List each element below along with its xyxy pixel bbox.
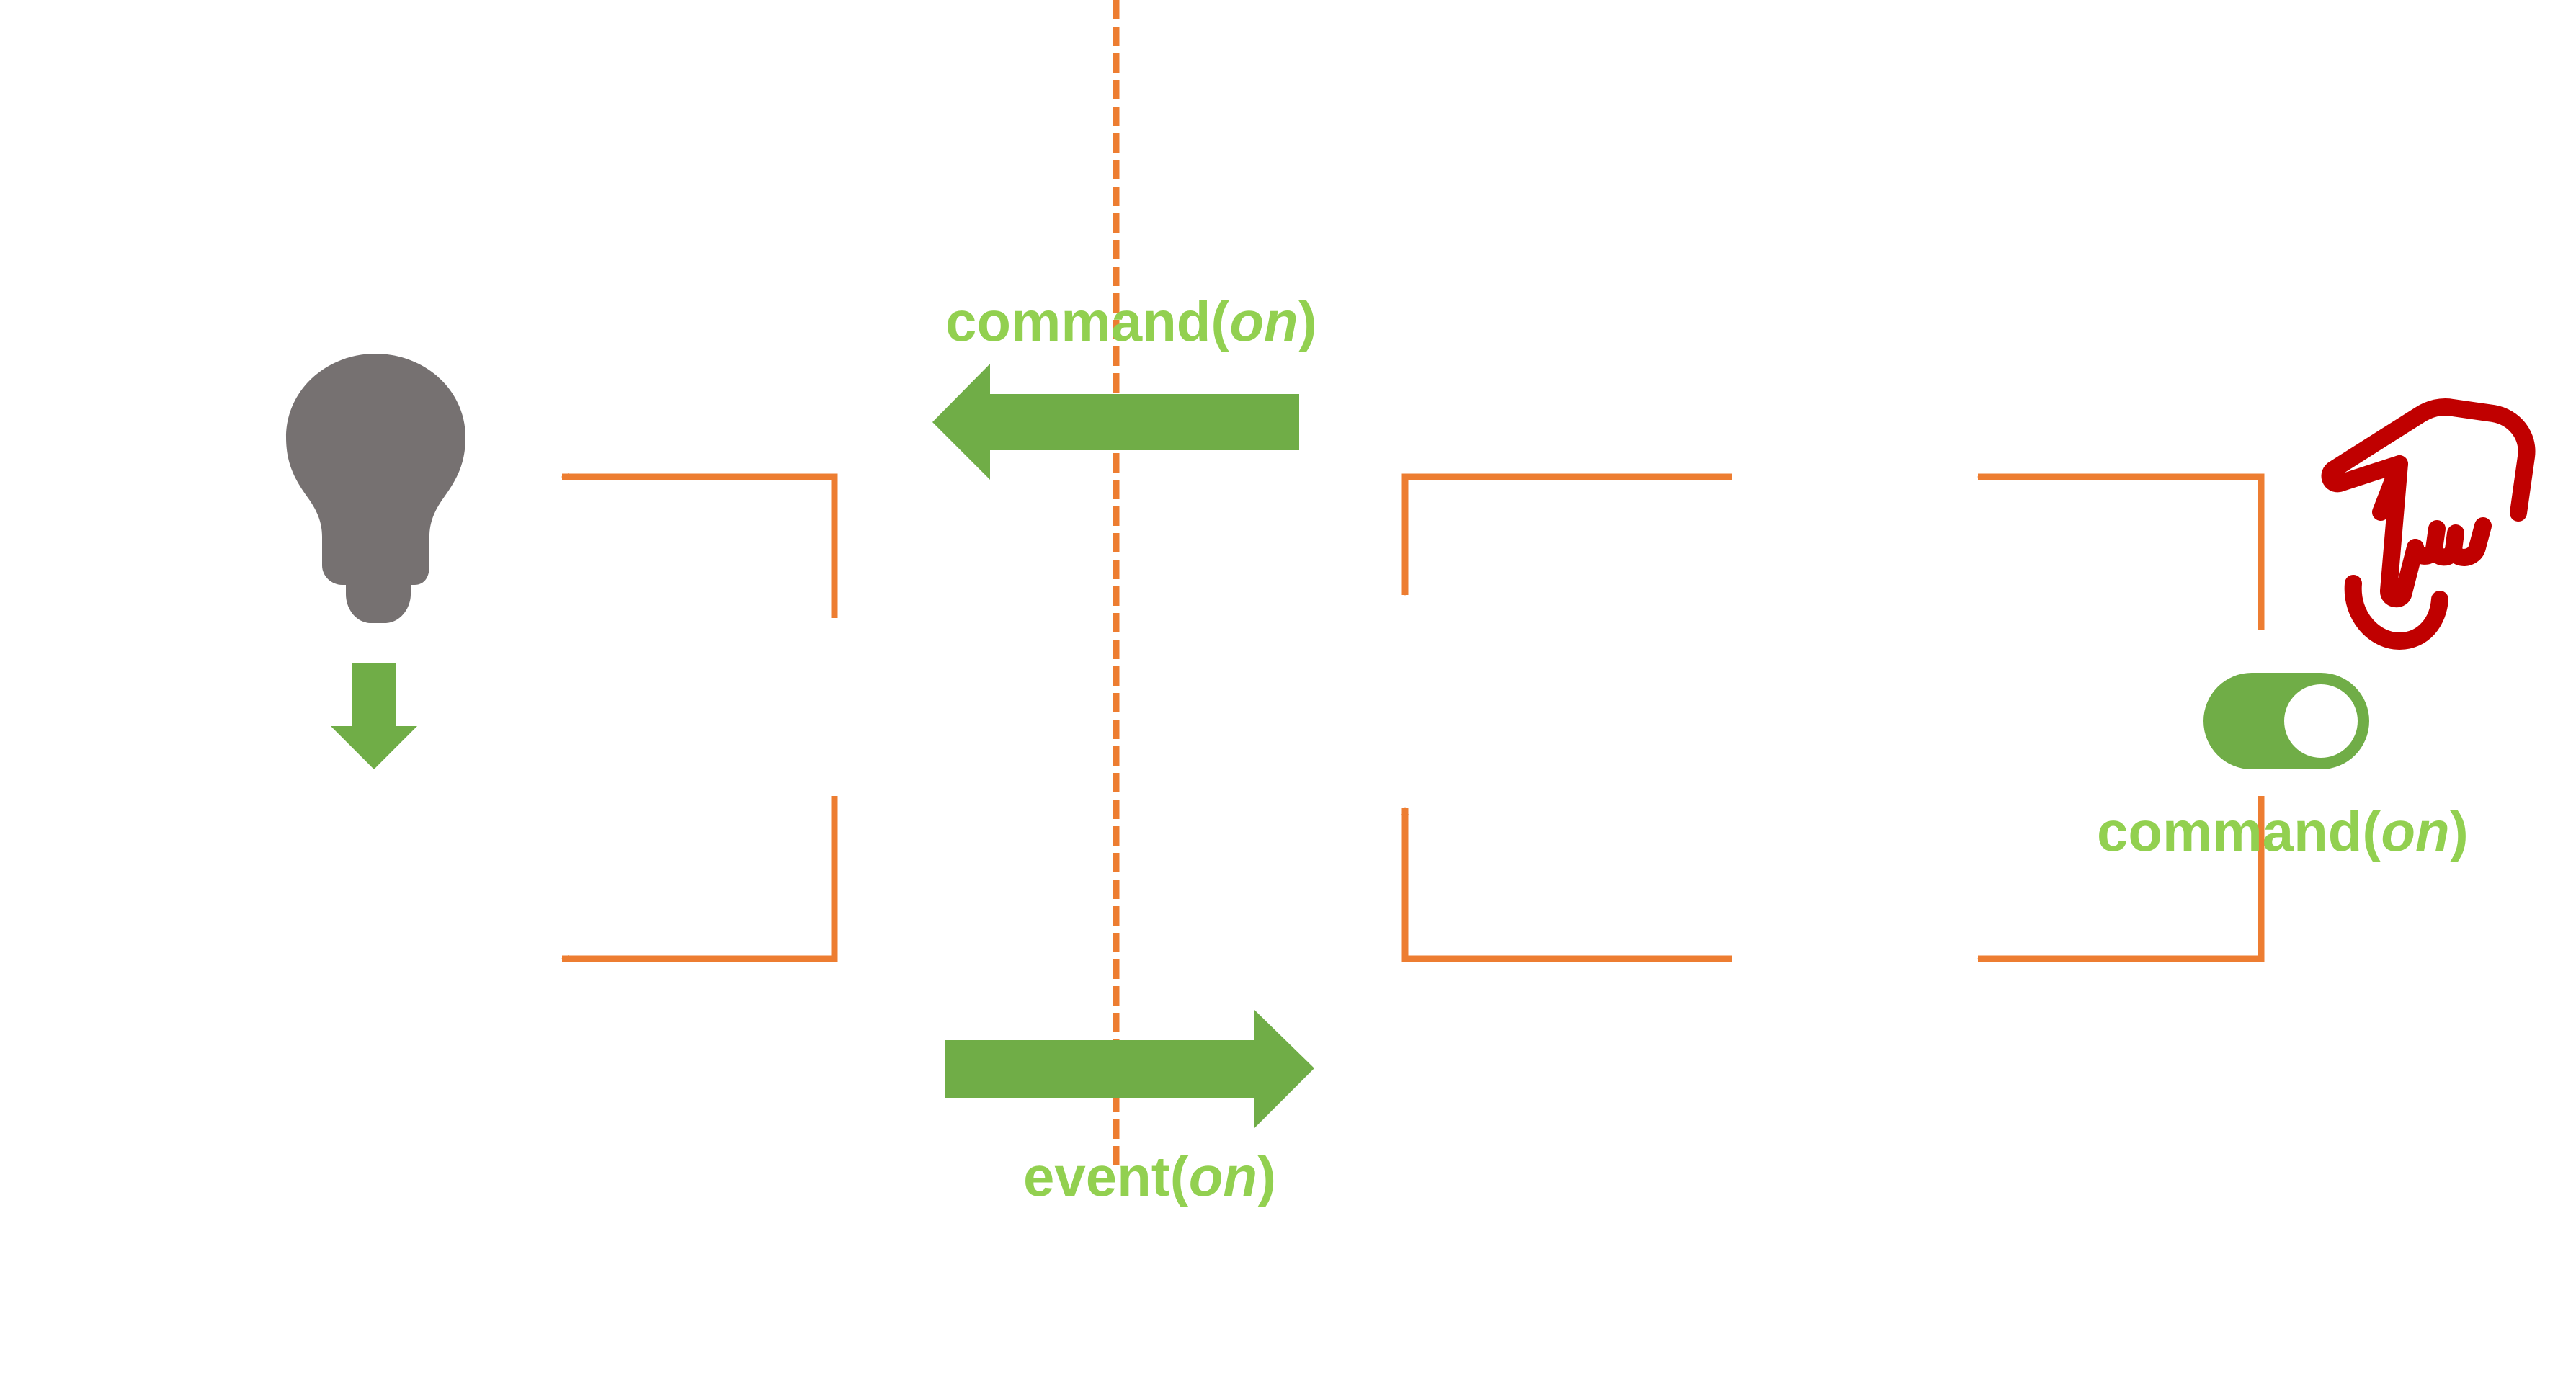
down-arrow-icon: [331, 663, 417, 769]
pointing-hand-icon: [2321, 398, 2536, 650]
right-top-connector: [1977, 473, 2265, 630]
event-arrow: [945, 1010, 1314, 1128]
command-arrow: [932, 364, 1299, 480]
toggle-switch-icon[interactable]: [2203, 673, 2369, 769]
left-top-connector: [561, 473, 838, 618]
left-bottom-connector: [561, 796, 838, 962]
middle-bottom-connector: [1401, 807, 1732, 962]
right-bottom-connector: [1977, 796, 2265, 962]
event-label: event(on): [1023, 1145, 1276, 1208]
right-command-label: command(on): [2097, 800, 2469, 863]
top-command-label: command(on): [945, 290, 1317, 353]
lightbulb-icon: [286, 354, 465, 623]
middle-top-connector: [1401, 473, 1732, 596]
